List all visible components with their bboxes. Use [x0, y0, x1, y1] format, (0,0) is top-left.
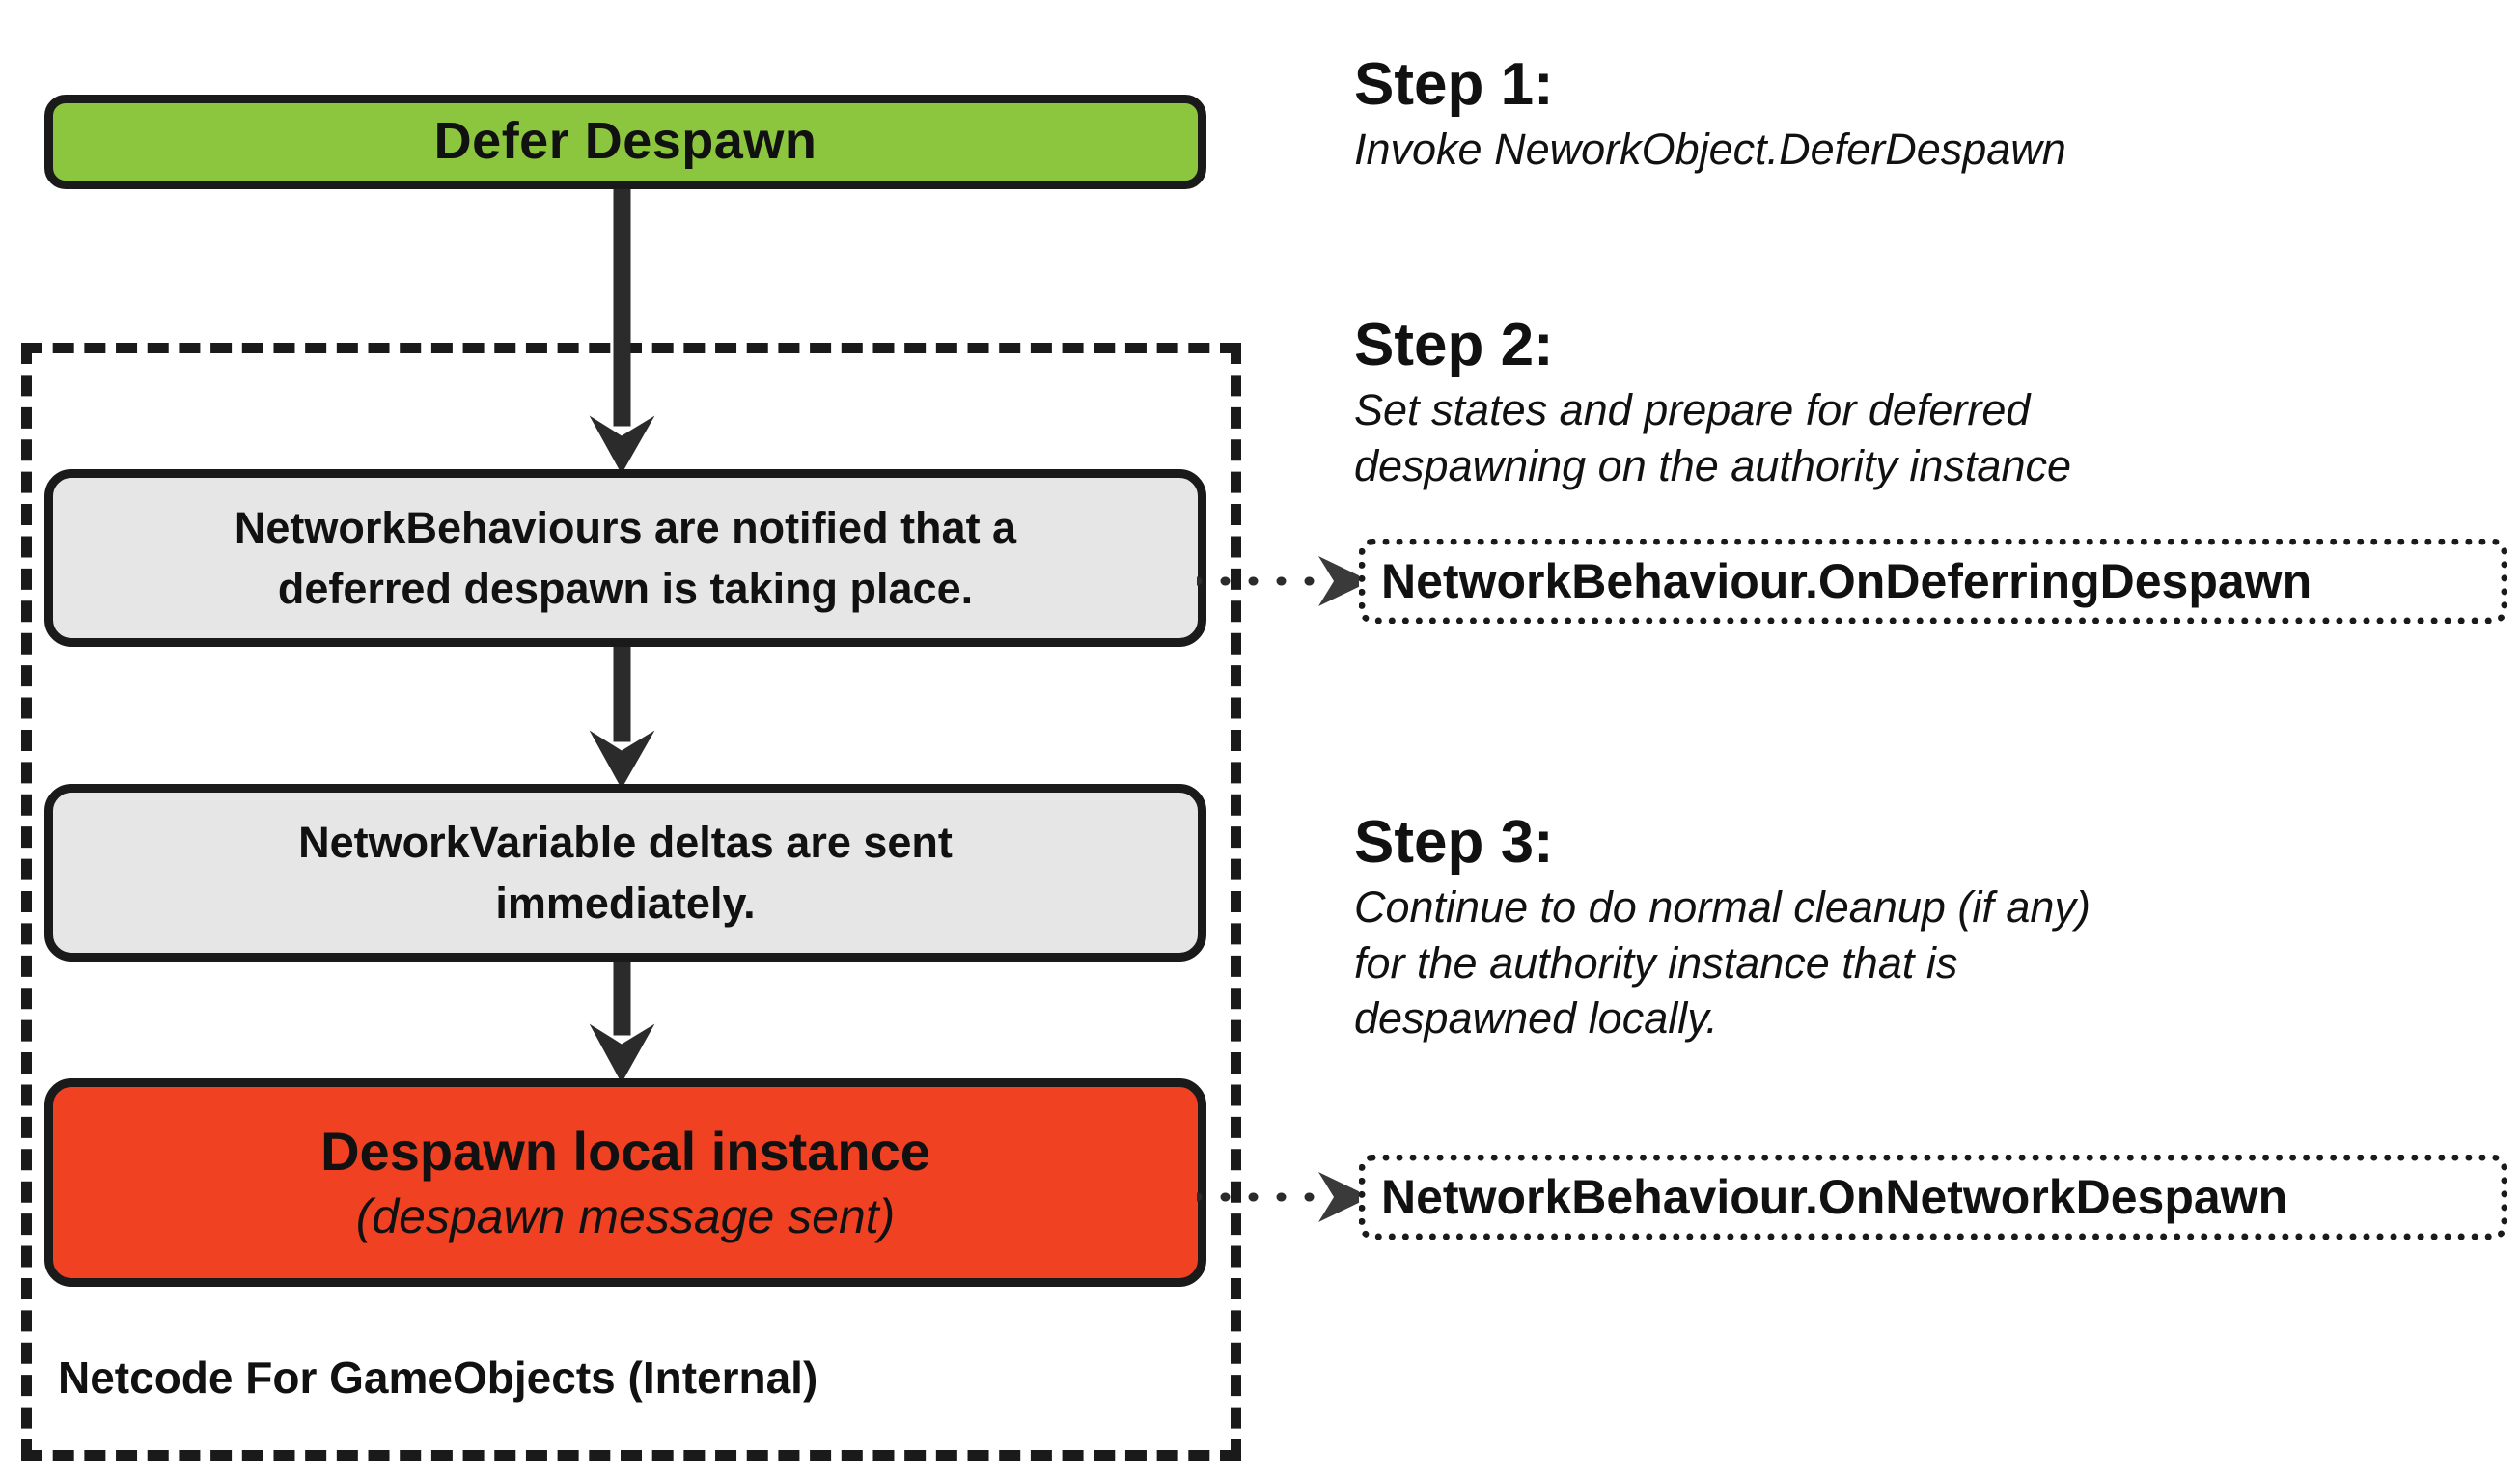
- node-notify-line-2: deferred despawn is taking place.: [277, 564, 974, 613]
- node-despawn-subtitle: (despawn message sent): [355, 1188, 896, 1243]
- node-defer-despawn[interactable]: Defer Despawn: [44, 95, 1206, 189]
- step-3-body-line-3: despawned locally.: [1354, 993, 1718, 1044]
- step-3-heading: Step 3:: [1354, 809, 1554, 876]
- step-2-body-line-1: Set states and prepare for deferred: [1354, 385, 2031, 435]
- netcode-internal-container: [21, 343, 1241, 1461]
- step-3-body: Continue to do normal cleanup (if any) f…: [1354, 879, 2091, 1046]
- step-1-heading: Step 1:: [1354, 51, 1554, 118]
- node-networkbehaviours-notified[interactable]: NetworkBehaviours are notified that a de…: [44, 469, 1206, 647]
- step-3-body-line-2: for the authority instance that is: [1354, 937, 1958, 988]
- node-despawn-local-instance[interactable]: Despawn local instance (despawn message …: [44, 1078, 1206, 1287]
- step-2-body: Set states and prepare for deferred desp…: [1354, 382, 2071, 493]
- step-3-body-line-1: Continue to do normal cleanup (if any): [1354, 882, 2091, 933]
- callout-onnetworkdespawn[interactable]: NetworkBehaviour.OnNetworkDespawn: [1359, 1155, 2507, 1240]
- node-notify-line-1: NetworkBehaviours are notified that a: [234, 502, 1017, 552]
- node-deltas-line-2: immediately.: [495, 878, 756, 928]
- node-defer-despawn-label: Defer Despawn: [433, 112, 817, 171]
- step-3-block: Step 3: Continue to do normal cleanup (i…: [1354, 811, 2091, 1046]
- node-deltas-line-1: NetworkVariable deltas are sent: [298, 817, 953, 867]
- step-1-body-line-1: Invoke NeworkObject.DeferDespawn: [1354, 125, 2066, 175]
- step-2-heading: Step 2:: [1354, 312, 1554, 378]
- callout-ondeferringdespawn[interactable]: NetworkBehaviour.OnDeferringDespawn: [1359, 539, 2507, 624]
- netcode-internal-label: Netcode For GameObjects (Internal): [58, 1353, 818, 1403]
- step-1-body: Invoke NeworkObject.DeferDespawn: [1354, 122, 2066, 178]
- node-despawn-title: Despawn local instance: [320, 1121, 930, 1183]
- node-networkvariable-deltas[interactable]: NetworkVariable deltas are sent immediat…: [44, 784, 1206, 962]
- step-2-body-line-2: despawning on the authority instance: [1354, 440, 2072, 490]
- step-1-block: Step 1: Invoke NeworkObject.DeferDespawn: [1354, 53, 2066, 178]
- step-2-block: Step 2: Set states and prepare for defer…: [1354, 314, 2071, 493]
